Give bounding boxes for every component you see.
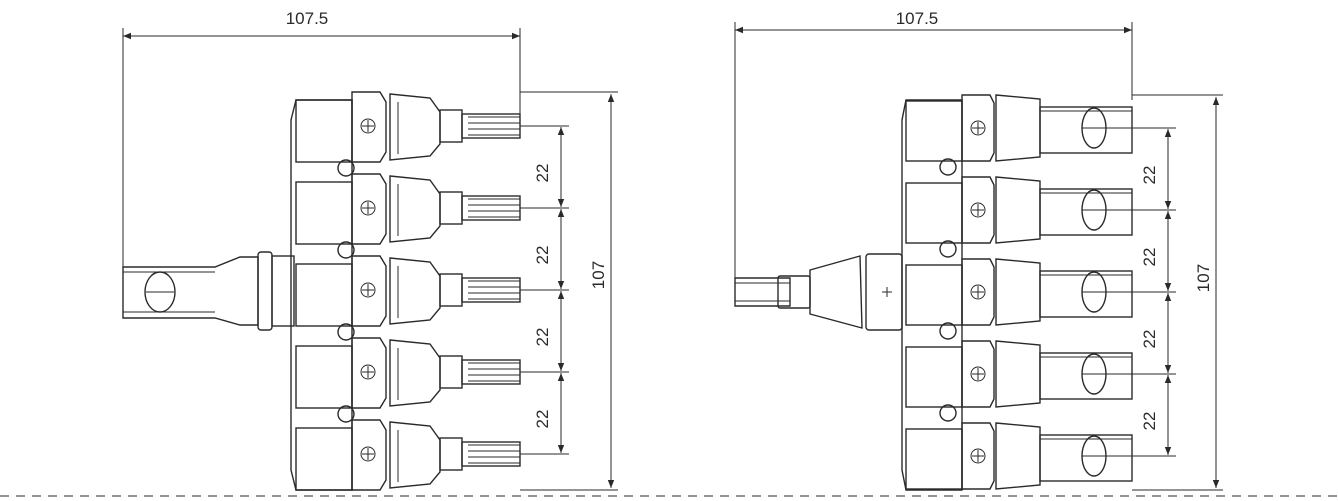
right-output-2	[905, 176, 1133, 258]
right-pitch-label-2: 22	[1140, 248, 1159, 267]
right-output-4	[905, 340, 1133, 422]
right-connector-drawing: 107.5 107 22 22 22 22	[734, 9, 1223, 491]
right-dimensions: 107.5 107 22 22 22 22	[734, 9, 1223, 491]
left-height-label: 107	[589, 261, 608, 289]
left-cable	[122, 251, 295, 331]
left-splitter-body	[290, 99, 353, 491]
left-output-1	[295, 91, 521, 177]
right-pitch-label-1: 22	[1140, 166, 1159, 185]
right-output-3	[905, 258, 1133, 340]
right-pitch-dimensions: 22 22 22 22	[1094, 127, 1176, 457]
left-connector-drawing: 107.5 107 22 22 22 22	[122, 9, 618, 491]
left-output-2	[295, 173, 521, 259]
right-output-1	[905, 94, 1133, 176]
left-branch-outputs	[295, 91, 521, 491]
right-height-label: 107	[1194, 264, 1213, 292]
left-pitch-label-4: 22	[533, 410, 552, 429]
left-pitch-label-1: 22	[533, 164, 552, 183]
left-width-label: 107.5	[286, 9, 329, 28]
left-output-5	[295, 419, 521, 491]
right-cable	[734, 253, 903, 331]
right-width-label: 107.5	[896, 9, 939, 28]
left-dimensions: 107.5 107 22 22 22 22	[122, 9, 618, 491]
left-pitch-dimensions: 22 22 22 22	[520, 125, 569, 455]
right-branch-outputs	[905, 94, 1133, 490]
right-pitch-label-3: 22	[1140, 330, 1159, 349]
left-output-3	[295, 255, 521, 341]
right-pitch-label-4: 22	[1140, 412, 1159, 431]
left-pitch-label-2: 22	[533, 246, 552, 265]
left-output-4	[295, 337, 521, 423]
right-splitter-body	[901, 99, 963, 491]
left-pitch-label-3: 22	[533, 328, 552, 347]
right-output-5	[905, 422, 1133, 490]
